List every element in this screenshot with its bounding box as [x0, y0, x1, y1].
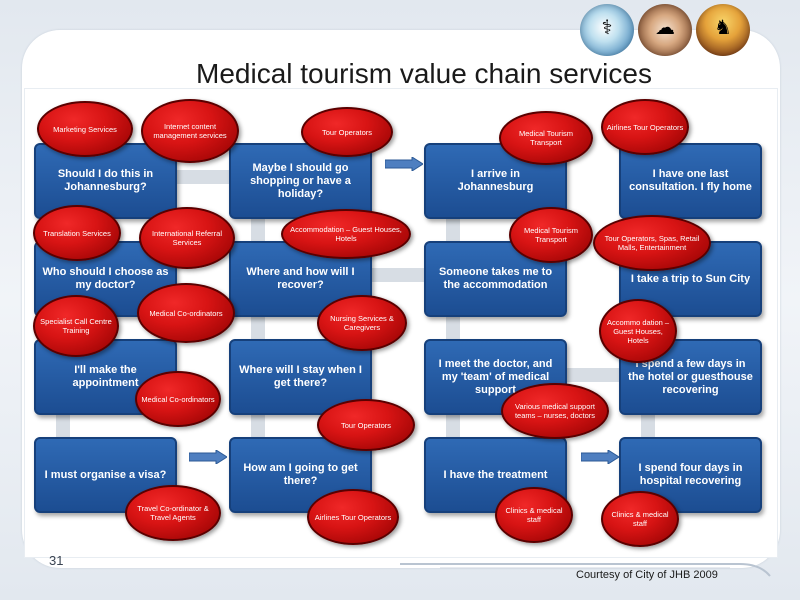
connector-v [446, 317, 460, 339]
step-box-where-stay: Where will I stay when I get there? [229, 339, 372, 415]
flow-arrow-icon [581, 450, 619, 464]
service-oval-international-referral: International Referral Services [139, 207, 235, 269]
service-oval-specialist-call-centre: Specialist Call Centre Training [33, 295, 119, 357]
connector-v [251, 317, 265, 339]
step-box-last-consultation: I have one last consultation. I fly home [619, 143, 762, 219]
massage-icon: ☁ [655, 17, 675, 39]
horse-icon: ♞ [714, 17, 732, 39]
header-photos: ⚕ ☁ ♞ [580, 4, 752, 56]
service-oval-tour-operators-2: Tour Operators [317, 399, 415, 451]
service-oval-airlines-tour-operators-2: Airlines Tour Operators [307, 489, 399, 545]
service-oval-airlines-tour-operators: Airlines Tour Operators [601, 99, 689, 155]
surgery-icon: ⚕ [601, 17, 613, 39]
service-oval-medical-coordinators: Medical Co-ordinators [137, 283, 235, 343]
service-oval-internet-content: Internet content management services [141, 99, 239, 163]
connector-v [641, 415, 655, 437]
service-oval-clinics-medical-staff: Clinics & medical staff [495, 487, 573, 543]
horse-safari-photo: ♞ [696, 4, 750, 56]
service-oval-tour-operators-spas: Tour Operators, Spas, Retail Malls, Ente… [593, 215, 711, 271]
service-oval-clinics-medical-staff-2: Clinics & medical staff [601, 491, 679, 547]
connector-v [446, 415, 460, 437]
value-chain-diagram: Should I do this in Johannesburg? Who sh… [24, 88, 778, 558]
service-oval-accommodation: Accommodation – Guest Houses, Hotels [281, 209, 411, 259]
courtesy-credit: Courtesy of City of JHB 2009 [576, 569, 718, 581]
service-oval-translation: Translation Services [33, 205, 121, 261]
connector-v [446, 219, 460, 241]
connector-v [251, 415, 265, 437]
service-oval-accommodation-2: Accommo dation – Guest Houses, Hotels [599, 299, 677, 363]
service-oval-medical-tourism-transport: Medical Tourism Transport [499, 111, 593, 165]
step-box-organise-visa: I must organise a visa? [34, 437, 177, 513]
flow-arrow-icon [189, 450, 227, 464]
slide-title: Medical tourism value chain services [196, 58, 652, 89]
service-oval-medical-support-teams: Various medical support teams – nurses, … [501, 383, 609, 439]
service-oval-marketing: Marketing Services [37, 101, 133, 157]
surgery-photo: ⚕ [580, 4, 634, 56]
service-oval-nursing-services: Nursing Services & Caregivers [317, 295, 407, 351]
connector-h [371, 268, 431, 282]
service-oval-tour-operators: Tour Operators [301, 107, 393, 157]
service-oval-medical-coordinators-2: Medical Co-ordinators [135, 371, 221, 427]
spa-massage-photo: ☁ [638, 4, 692, 56]
connector-v [251, 219, 265, 241]
connector-h [175, 170, 235, 184]
flow-arrow-icon [385, 157, 423, 171]
service-oval-medical-tourism-transport-2: Medical Tourism Transport [509, 207, 593, 263]
slide-number: 31 [49, 553, 64, 568]
service-oval-travel-coordinator: Travel Co-ordinator & Travel Agents [125, 485, 221, 541]
footer-decoration [400, 563, 771, 577]
connector-h [566, 368, 626, 382]
connector-v [56, 415, 70, 437]
